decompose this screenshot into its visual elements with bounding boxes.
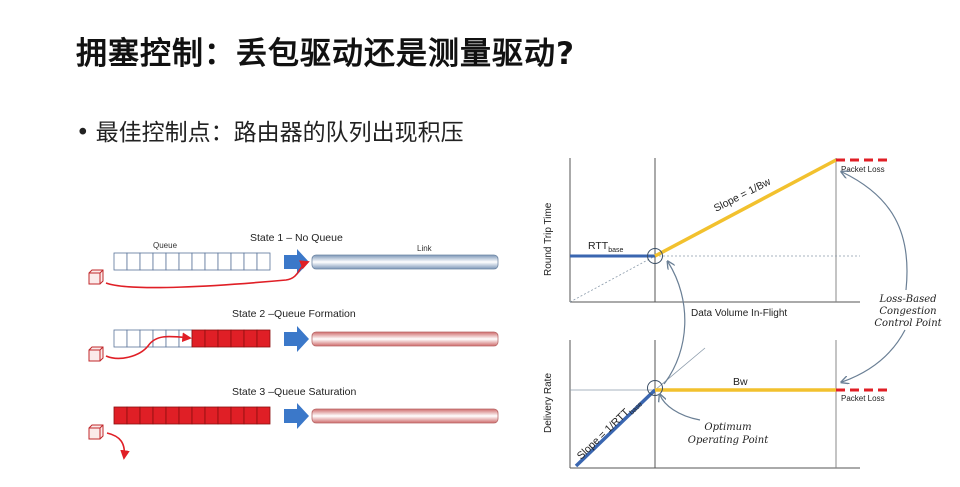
flow-arrow-2 xyxy=(105,332,192,360)
queue-cell-filled xyxy=(217,329,232,348)
queue-cell-empty xyxy=(165,329,180,348)
queue-cell-empty xyxy=(139,329,154,348)
queue-cell-filled xyxy=(191,406,206,425)
bullet-text: 最佳控制点：路由器的队列出现积压 xyxy=(95,120,464,146)
queue-cell-filled xyxy=(243,406,258,425)
packet-icon-2 xyxy=(88,346,104,362)
flow-arrow-3 xyxy=(106,432,130,460)
state2-label: State 2 –Queue Formation xyxy=(232,308,356,320)
packet-icon-3 xyxy=(88,424,104,440)
queue-cell-empty xyxy=(165,252,180,271)
loss-note-line2: Congestion xyxy=(879,306,936,317)
queue-state1 xyxy=(113,252,271,271)
rtt-packet-loss-label: Packet Loss xyxy=(841,165,885,174)
queue-cell-filled xyxy=(165,406,180,425)
link-label: Link xyxy=(417,244,433,253)
rtt-dotted-slope xyxy=(569,255,656,303)
rtt-chart: Round Trip Time Data Volume In-Flight RT… xyxy=(543,158,890,319)
queue-cell-empty xyxy=(217,252,232,271)
queue-cell-empty xyxy=(178,329,193,348)
block-arrow-3 xyxy=(284,403,309,429)
queue-cell-filled xyxy=(113,406,128,425)
rtt-ylabel: Round Trip Time xyxy=(543,202,554,276)
queue-cell-empty xyxy=(178,252,193,271)
block-arrow-2 xyxy=(284,326,309,352)
optimum-note-line1: Optimum xyxy=(704,422,751,433)
queue-cell-empty xyxy=(113,329,128,348)
bullet-dot-icon: • xyxy=(76,120,90,146)
rate-packet-loss-label: Packet Loss xyxy=(841,394,885,403)
queue-cell-empty xyxy=(256,252,271,271)
queue-cell-filled xyxy=(217,406,232,425)
queue-cell-filled xyxy=(230,406,245,425)
queue-cell-filled xyxy=(139,406,154,425)
queue-cell-empty xyxy=(113,252,128,271)
rate-slope-label: Slope = 1/RTTbase xyxy=(575,396,645,464)
rtt-base-label: RTTbase xyxy=(588,240,624,254)
queue-cell-filled xyxy=(204,329,219,348)
queue-cell-empty xyxy=(126,329,141,348)
slide-title: 拥塞控制：丢包驱动还是测量驱动? xyxy=(76,36,575,72)
queue-diagram: State 1 – No Queue Queue Link State 2 –Q… xyxy=(88,232,499,460)
optimum-arrow-down xyxy=(660,395,701,421)
rate-slope-extension xyxy=(654,347,706,391)
packet-icon-1 xyxy=(88,269,104,285)
queue-cell-empty xyxy=(152,252,167,271)
optimum-arrow-up xyxy=(663,262,686,385)
link-pipe-3 xyxy=(311,408,499,424)
link-pipe-2 xyxy=(311,331,499,347)
queue-cell-empty xyxy=(139,252,154,271)
queue-cell-empty xyxy=(126,252,141,271)
queue-state3 xyxy=(113,406,271,425)
rate-bw-label: Bw xyxy=(733,376,748,388)
loss-note-line1: Loss-Based xyxy=(878,294,936,305)
queue-cell-empty xyxy=(204,252,219,271)
loss-note-line3: Control Point xyxy=(874,318,942,329)
loss-arrow-down xyxy=(842,329,906,382)
state1-label: State 1 – No Queue xyxy=(250,232,343,244)
rate-optimum-circle xyxy=(647,380,663,396)
queue-cell-filled xyxy=(126,406,141,425)
queue-state2 xyxy=(113,329,271,348)
queue-cell-filled xyxy=(256,406,271,425)
queue-cell-filled xyxy=(256,329,271,348)
rate-slope-line xyxy=(574,388,657,468)
queue-cell-empty xyxy=(230,252,245,271)
rtt-slope-line xyxy=(654,158,837,258)
rate-chart: Delivery Rate Bw Slope = 1/RTTbase Packe… xyxy=(543,340,890,469)
rtt-xlabel: Data Volume In-Flight xyxy=(691,308,787,319)
queue-cell-empty xyxy=(191,252,206,271)
queue-cell-filled xyxy=(178,406,193,425)
rate-ylabel: Delivery Rate xyxy=(543,373,554,433)
state3-label: State 3 –Queue Saturation xyxy=(232,386,356,398)
queue-label: Queue xyxy=(153,241,178,250)
queue-cell-filled xyxy=(204,406,219,425)
bullet-point: •最佳控制点：路由器的队列出现积压 xyxy=(76,113,464,147)
queue-cell-filled xyxy=(243,329,258,348)
queue-cell-empty xyxy=(243,252,258,271)
annotations: Loss-Based Congestion Control Point Opti… xyxy=(660,172,943,446)
flow-arrow-1 xyxy=(105,260,310,289)
link-pipe-1 xyxy=(311,254,499,270)
optimum-note-line2: Operating Point xyxy=(688,435,769,446)
queue-cell-filled xyxy=(191,329,206,348)
queue-cell-filled xyxy=(230,329,245,348)
block-arrow-1 xyxy=(284,249,309,275)
rtt-optimum-circle xyxy=(647,248,663,264)
loss-arrow-up xyxy=(842,172,908,291)
queue-cell-filled xyxy=(152,406,167,425)
